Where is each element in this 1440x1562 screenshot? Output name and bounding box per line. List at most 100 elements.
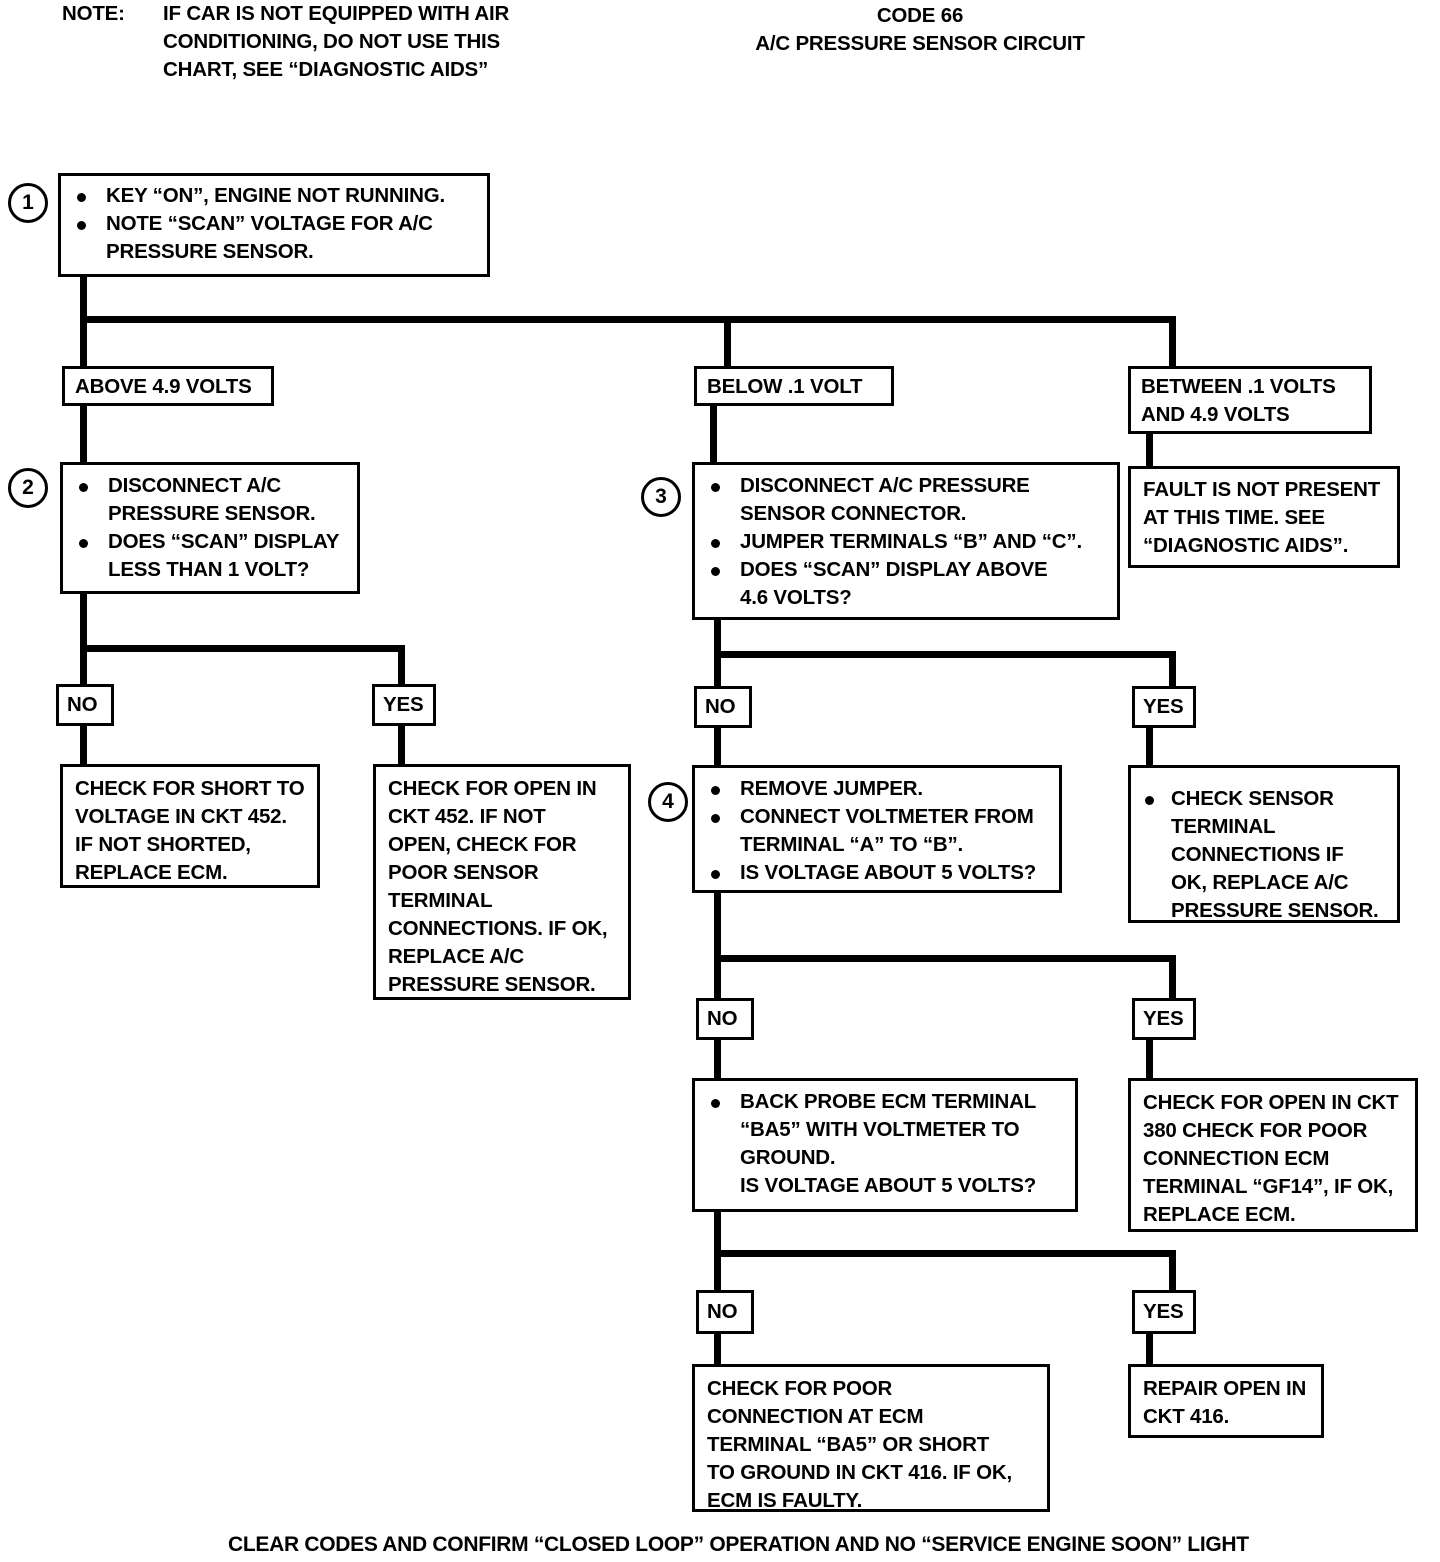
box-check-poor-connection-ecm: CHECK FOR POOR CONNECTION AT ECM TERMINA… <box>692 1364 1050 1512</box>
connector-between-stem <box>1146 434 1153 470</box>
tag-no-label: NO <box>67 693 98 716</box>
connector-yes-step4-stem <box>1146 1040 1153 1080</box>
back-probe-text: BACK PROBE ECM TERMINAL “BA5” WITH VOLTM… <box>740 1090 1037 1197</box>
connector-step3-bus-to-no <box>714 651 721 689</box>
connector-no-step2-stem <box>80 726 87 768</box>
connector-backprobe-bus-to-yes <box>1169 1250 1176 1294</box>
tag-no-step2: NO <box>56 684 114 726</box>
tag-yes-step4: YES <box>1132 998 1196 1040</box>
connector-step3-bus <box>714 651 1176 658</box>
step3-bullet-2: JUMPER TERMINALS “B” AND “C”. <box>740 530 1082 553</box>
connector-above-stem <box>80 406 87 466</box>
connector-main-bus <box>80 316 1176 323</box>
bullet-dot <box>711 483 720 492</box>
tag-yes-step3: YES <box>1132 686 1196 728</box>
tag-yes-label: YES <box>1143 1007 1184 1030</box>
check-open-452-text: CHECK FOR OPEN IN CKT 452. IF NOT OPEN, … <box>388 777 608 996</box>
box-back-probe-ecm-terminal: BACK PROBE ECM TERMINAL “BA5” WITH VOLTM… <box>692 1078 1078 1212</box>
bullet-dot <box>77 221 86 230</box>
step3-bullet-1: DISCONNECT A/C PRESSURE SENSOR CONNECTOR… <box>740 474 1030 525</box>
tag-no-label: NO <box>707 1007 738 1030</box>
check-sensor-terminal-text: CHECK SENSOR TERMINAL CONNECTIONS IF OK,… <box>1171 787 1379 922</box>
check-short-452-text: CHECK FOR SHORT TO VOLTAGE IN CKT 452. I… <box>75 777 305 884</box>
repair-open-416-text: REPAIR OPEN IN CKT 416. <box>1143 1377 1307 1428</box>
connector-step4-bus-to-no <box>714 955 721 999</box>
step-number-2: 2 <box>8 468 48 508</box>
step1-bullet-2: NOTE “SCAN” VOLTAGE FOR A/C PRESSURE SEN… <box>106 212 433 263</box>
branch-below-label: BELOW .1 VOLT <box>707 375 863 398</box>
connector-step2-stem <box>80 594 87 652</box>
connector-step2-bus <box>80 645 405 652</box>
box-branch-above-4-9-volts: ABOVE 4.9 VOLTS <box>62 366 274 406</box>
box-step-2: DISCONNECT A/C PRESSURE SENSOR. DOES “SC… <box>60 462 360 594</box>
step4-bullet-1: REMOVE JUMPER. <box>740 777 923 800</box>
step-number-1: 1 <box>8 183 48 223</box>
box-fault-not-present: FAULT IS NOT PRESENT AT THIS TIME. SEE “… <box>1128 466 1400 568</box>
connector-step2-bus-to-yes <box>398 645 405 687</box>
connector-no-step3-stem <box>714 728 721 768</box>
bullet-dot <box>711 539 720 548</box>
tag-no-step4: NO <box>696 998 754 1040</box>
bullet-dot <box>79 483 88 492</box>
box-branch-between-volts: BETWEEN .1 VOLTS AND 4.9 VOLTS <box>1128 366 1372 434</box>
bullet-dot <box>711 567 720 576</box>
tag-yes-label: YES <box>1143 695 1184 718</box>
box-check-short-ckt-452: CHECK FOR SHORT TO VOLTAGE IN CKT 452. I… <box>60 764 320 888</box>
step4-bullet-3: IS VOLTAGE ABOUT 5 VOLTS? <box>740 861 1037 884</box>
connector-below-stem <box>710 406 717 462</box>
connector-no-backprobe-stem <box>714 1334 721 1366</box>
connector-step1-stem <box>80 277 87 323</box>
step-number-4: 4 <box>648 782 688 822</box>
step2-bullet-1: DISCONNECT A/C PRESSURE SENSOR. <box>108 474 316 525</box>
check-poor-connection-text: CHECK FOR POOR CONNECTION AT ECM TERMINA… <box>707 1377 1012 1512</box>
tag-yes-step2: YES <box>372 684 436 726</box>
connector-no-step4-stem <box>714 1040 721 1080</box>
connector-yes-step3-stem <box>1146 728 1153 768</box>
note-text: IF CAR IS NOT EQUIPPED WITH AIR CONDITIO… <box>163 2 510 81</box>
chart-title: CODE 66 A/C PRESSURE SENSOR CIRCUIT <box>755 4 1085 55</box>
connector-yes-backprobe-stem <box>1146 1334 1153 1366</box>
connector-step4-bus <box>714 955 1176 962</box>
box-step-1: KEY “ON”, ENGINE NOT RUNNING. NOTE “SCAN… <box>58 173 490 277</box>
tag-no-backprobe: NO <box>696 1290 754 1334</box>
step3-bullet-3: DOES “SCAN” DISPLAY ABOVE 4.6 VOLTS? <box>740 558 1048 609</box>
bullet-dot <box>711 870 720 879</box>
step2-bullet-2: DOES “SCAN” DISPLAY LESS THAN 1 VOLT? <box>108 530 340 581</box>
branch-above-label: ABOVE 4.9 VOLTS <box>75 375 252 398</box>
box-branch-below-point-1-volt: BELOW .1 VOLT <box>694 366 894 406</box>
connector-step4-bus-to-yes <box>1169 955 1176 999</box>
note-label: NOTE: <box>62 2 125 25</box>
connector-backprobe-bus-to-no <box>714 1250 721 1294</box>
box-check-open-ckt-452: CHECK FOR OPEN IN CKT 452. IF NOT OPEN, … <box>373 764 631 1000</box>
connector-backprobe-bus <box>714 1250 1176 1257</box>
bullet-dot <box>711 814 720 823</box>
fault-not-present-text: FAULT IS NOT PRESENT AT THIS TIME. SEE “… <box>1143 478 1381 557</box>
tag-no-step3: NO <box>694 686 752 728</box>
connector-bus-to-between <box>1169 316 1176 369</box>
connector-bus-to-above <box>80 316 87 369</box>
check-open-380-text: CHECK FOR OPEN IN CKT 380 CHECK FOR POOR… <box>1143 1091 1399 1226</box>
connector-yes-step2-stem <box>398 726 405 768</box>
step1-bullet-1: KEY “ON”, ENGINE NOT RUNNING. <box>106 184 445 207</box>
tag-yes-label: YES <box>383 693 424 716</box>
connector-bus-to-below <box>724 316 731 369</box>
box-step-4: REMOVE JUMPER. CONNECT VOLTMETER FROM TE… <box>692 765 1062 893</box>
box-check-sensor-terminal: CHECK SENSOR TERMINAL CONNECTIONS IF OK,… <box>1128 765 1400 923</box>
box-repair-open-ckt-416: REPAIR OPEN IN CKT 416. <box>1128 1364 1324 1438</box>
connector-step2-bus-to-no <box>80 645 87 687</box>
box-step-3: DISCONNECT A/C PRESSURE SENSOR CONNECTOR… <box>692 462 1120 620</box>
bullet-dot <box>77 193 86 202</box>
branch-between-label: BETWEEN .1 VOLTS AND 4.9 VOLTS <box>1141 375 1336 426</box>
connector-backprobe-stem <box>714 1212 721 1274</box>
connector-step4-stem <box>714 893 721 961</box>
footer-note: CLEAR CODES AND CONFIRM “CLOSED LOOP” OP… <box>228 1533 1249 1556</box>
tag-no-label: NO <box>707 1300 738 1323</box>
step-number-3: 3 <box>641 477 681 517</box>
tag-no-label: NO <box>705 695 736 718</box>
bullet-dot <box>1145 796 1154 805</box>
connector-step3-bus-to-yes <box>1169 651 1176 689</box>
box-check-open-ckt-380: CHECK FOR OPEN IN CKT 380 CHECK FOR POOR… <box>1128 1078 1418 1232</box>
connector-step3-stem <box>714 620 721 658</box>
step4-bullet-2: CONNECT VOLTMETER FROM TERMINAL “A” TO “… <box>740 805 1034 856</box>
